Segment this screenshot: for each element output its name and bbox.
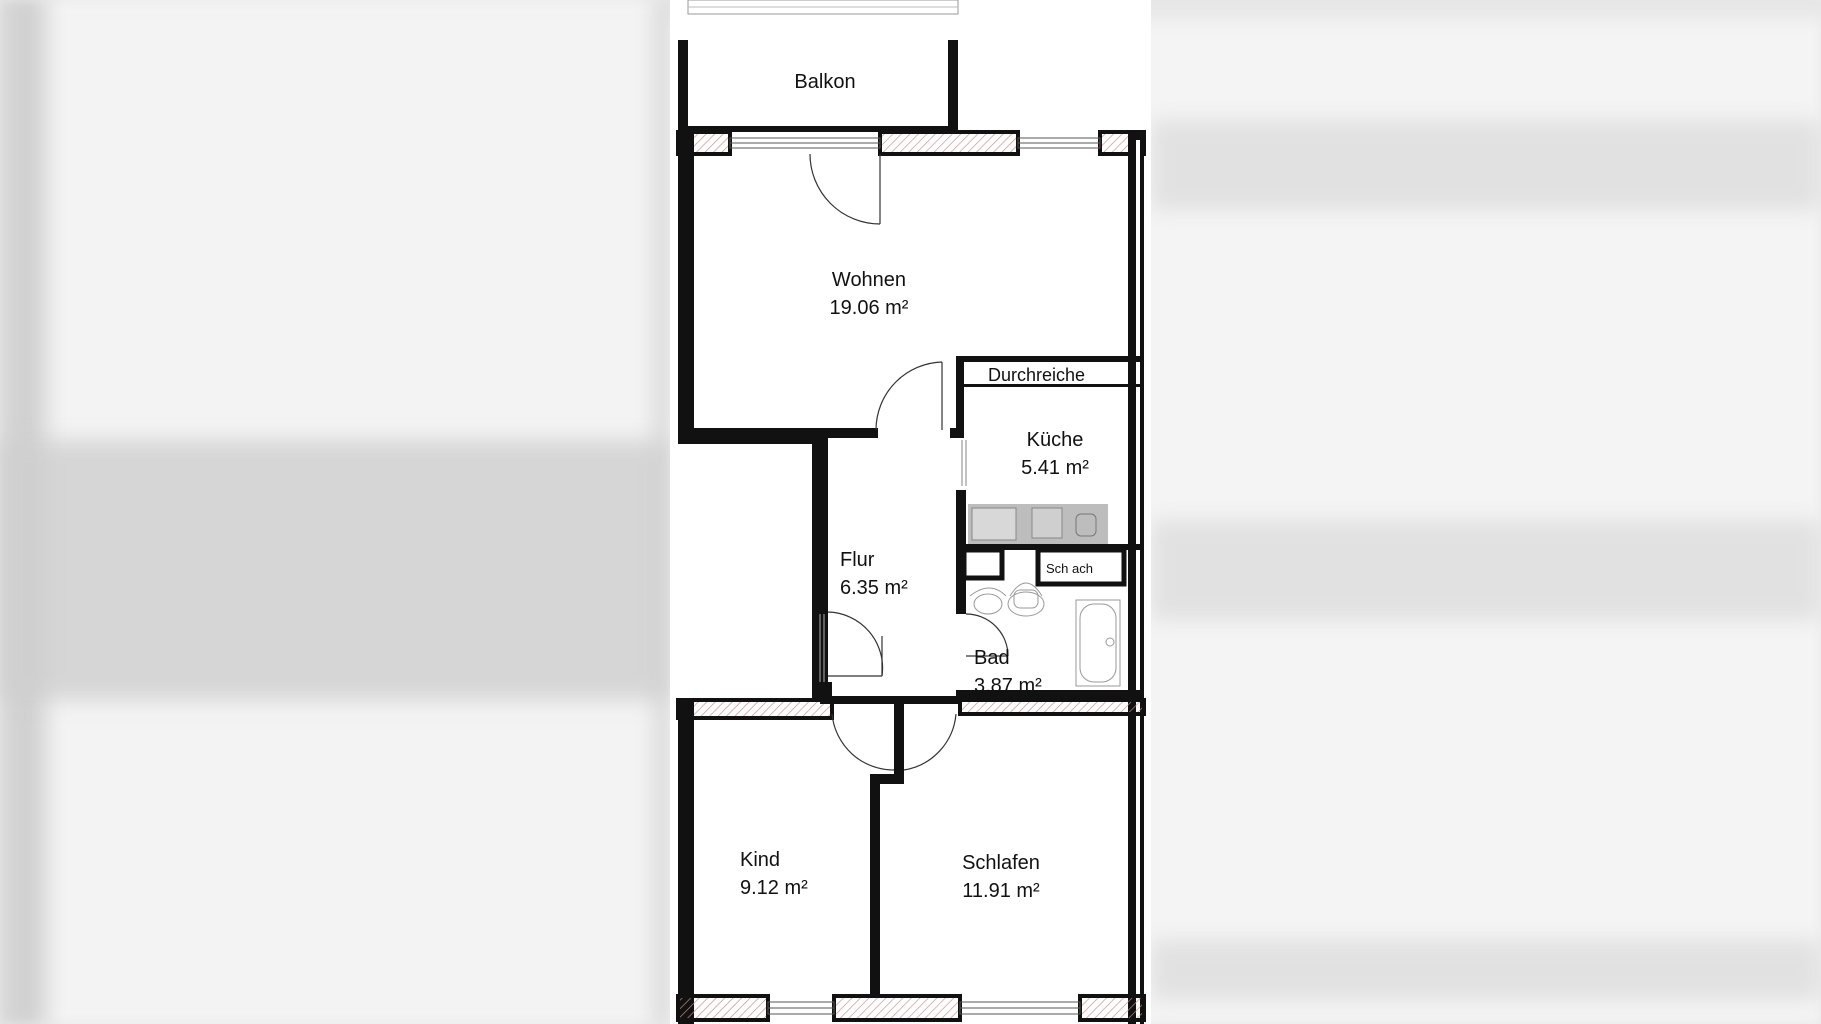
durchreiche-label: Durchreiche <box>988 365 1086 385</box>
background-band-right-mid <box>1151 520 1821 620</box>
room-label-wohnen: Wohnen 19.06 m² <box>804 266 934 322</box>
room-name-bad: Bad <box>974 647 1010 669</box>
schacht-label: Sch ach <box>1046 561 1093 576</box>
room-name-kind: Kind <box>740 849 781 871</box>
floor-plan: Balkon Wohnen 19.06 m² Durchreiche Küche… <box>670 0 1151 1024</box>
kitchen-counter <box>968 504 1108 544</box>
room-name-kueche: Küche <box>1026 429 1084 451</box>
room-area-kind: 9.12 m² <box>740 877 808 899</box>
room-name-balkon: Balkon <box>794 71 856 93</box>
interior-walls <box>820 356 1144 996</box>
room-name-wohnen: Wohnen <box>831 269 907 291</box>
floor-plan-drawing <box>676 0 1146 1024</box>
room-area-schlafen: 11.91 m² <box>962 880 1040 902</box>
room-area-wohnen: 19.06 m² <box>829 297 909 319</box>
room-label-kind: Kind 9.12 m² <box>740 846 840 902</box>
room-label-bad: Bad 3.87 m² <box>974 644 1064 700</box>
room-label-kueche: Küche 5.41 m² <box>1000 426 1110 482</box>
room-area-flur: 6.35 m² <box>840 577 908 599</box>
room-label-schlafen: Schlafen 11.91 m² <box>936 849 1066 905</box>
bathroom-fixtures <box>969 582 1121 687</box>
windows <box>729 137 1101 1015</box>
background-band-left <box>0 440 670 700</box>
room-label-flur: Flur 6.35 m² <box>840 546 950 602</box>
room-label-balkon: Balkon <box>760 68 890 96</box>
room-name-flur: Flur <box>840 549 875 571</box>
room-area-kueche: 5.41 m² <box>1021 457 1089 479</box>
background-band-right-bottom <box>1151 940 1821 1000</box>
doors <box>809 153 1009 771</box>
background-band-right-top <box>1151 120 1821 210</box>
balcony <box>678 0 959 132</box>
room-name-schlafen: Schlafen <box>962 852 1040 874</box>
room-area-bad: 3.87 m² <box>974 675 1042 697</box>
